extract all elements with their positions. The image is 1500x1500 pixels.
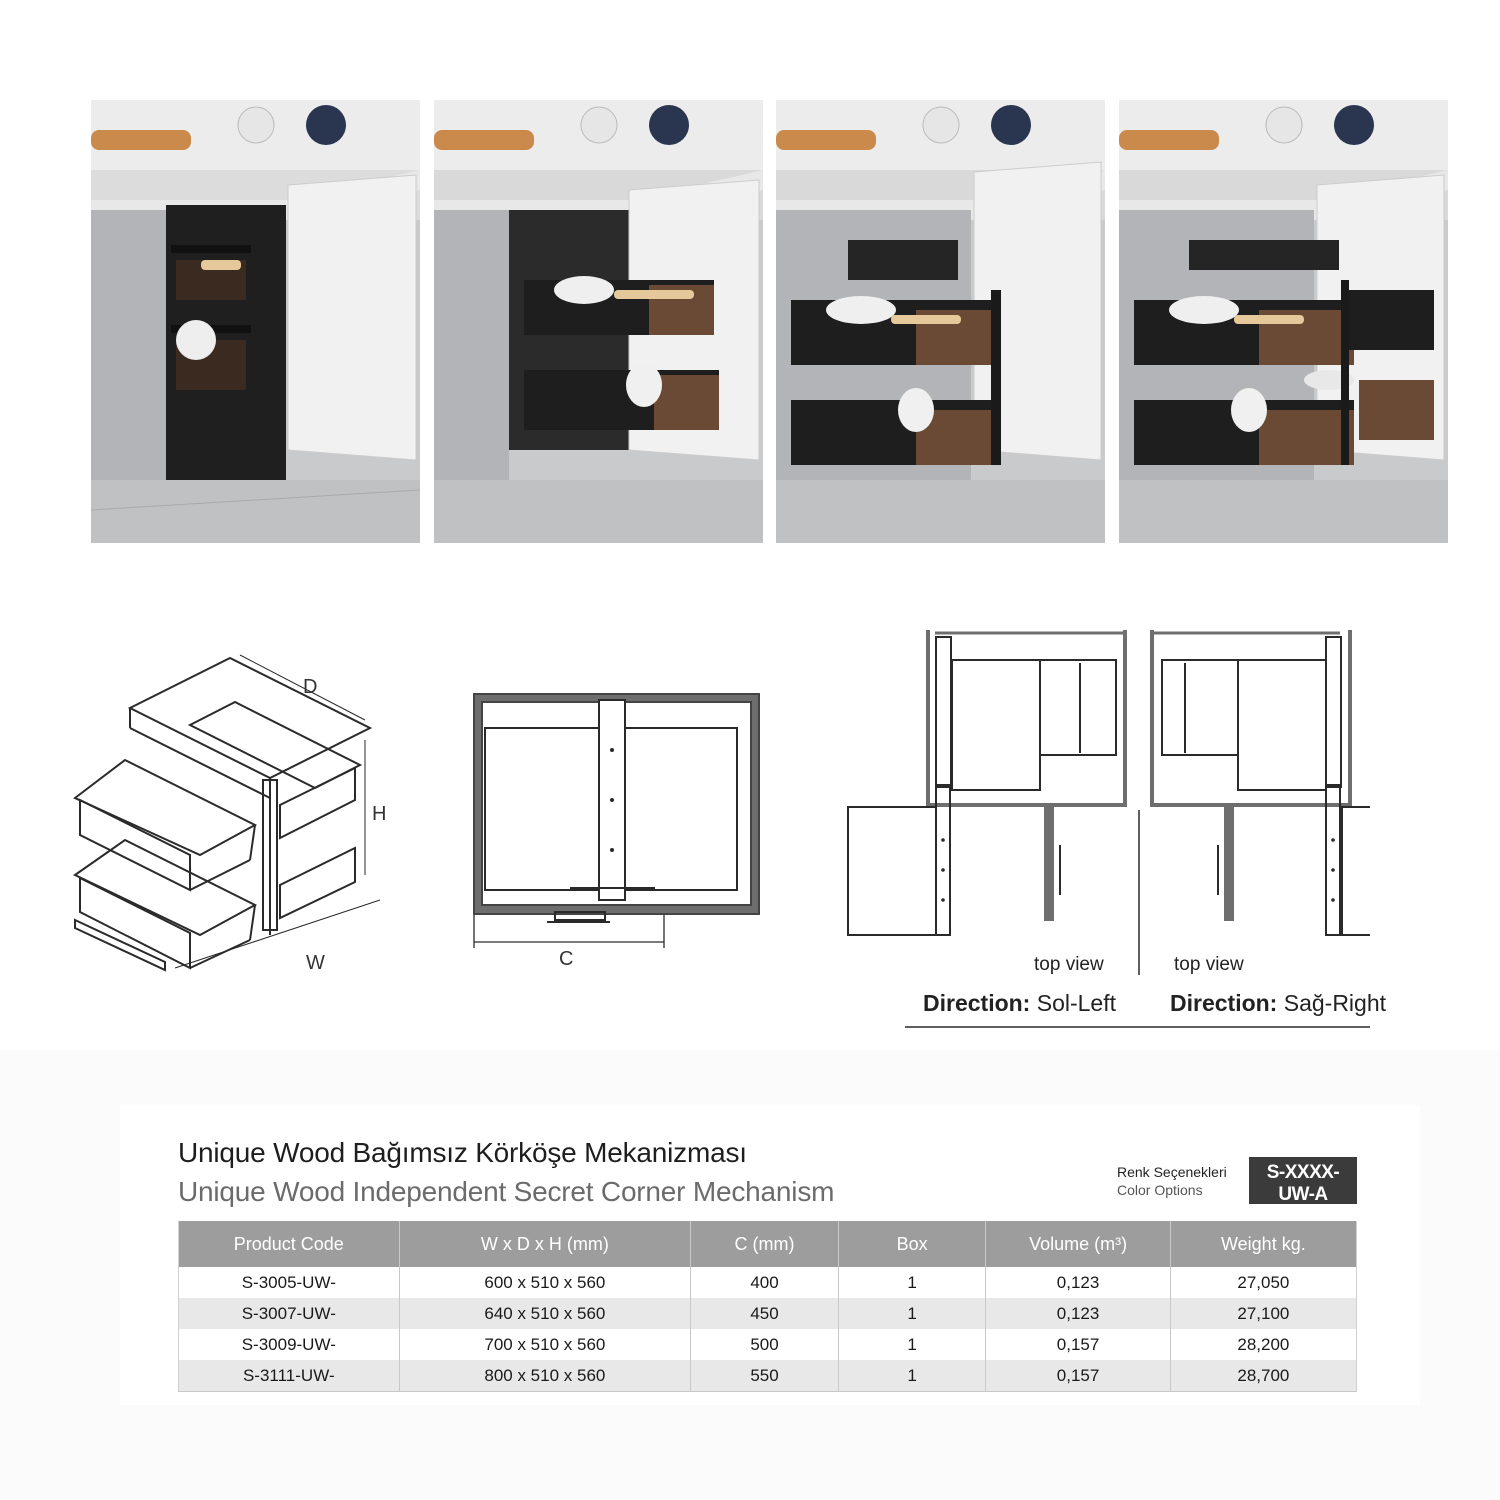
cell-dimensions: 600 x 510 x 560 bbox=[398, 1267, 691, 1298]
cell-dimensions: 640 x 510 x 560 bbox=[398, 1298, 691, 1329]
color-options-label-en: Color Options bbox=[1117, 1182, 1203, 1198]
product-title-tr: Unique Wood Bağımsız Körköşe Mekanizması bbox=[178, 1137, 747, 1168]
table-row: S-3005-UW- 600 x 510 x 560 400 1 0,123 2… bbox=[178, 1267, 1357, 1298]
cell-box: 1 bbox=[837, 1360, 986, 1392]
table-row: S-3111-UW- 800 x 510 x 560 550 1 0,157 2… bbox=[178, 1360, 1357, 1392]
cell-product-code: S-3111-UW- bbox=[178, 1360, 400, 1392]
header-c: C (mm) bbox=[690, 1221, 839, 1267]
cell-dimensions: 700 x 510 x 560 bbox=[398, 1329, 691, 1360]
direction-left-label: Direction: bbox=[923, 990, 1031, 1016]
width-label: W bbox=[306, 952, 325, 974]
plan-view-diagram bbox=[473, 693, 760, 948]
cell-c: 450 bbox=[690, 1298, 839, 1329]
cell-volume: 0,157 bbox=[985, 1329, 1171, 1360]
cell-weight: 28,200 bbox=[1169, 1329, 1357, 1360]
direction-right: Direction: Sağ-Right bbox=[1170, 990, 1386, 1017]
header-volume: Volume (m³) bbox=[985, 1221, 1171, 1267]
depth-label: D bbox=[303, 676, 318, 698]
direction-right-label: Direction: bbox=[1170, 990, 1278, 1016]
color-swatch-code: S-XXXX-UW-A bbox=[1266, 1162, 1340, 1205]
top-view-right-label: top view bbox=[1174, 954, 1244, 975]
product-photo-2 bbox=[434, 100, 763, 543]
cell-box: 1 bbox=[837, 1329, 986, 1360]
cell-product-code: S-3009-UW- bbox=[178, 1329, 400, 1360]
product-photo-1 bbox=[91, 100, 420, 543]
direction-left-value: Sol-Left bbox=[1036, 990, 1116, 1016]
cell-dimensions: 800 x 510 x 560 bbox=[398, 1360, 691, 1392]
header-dimensions: W x D x H (mm) bbox=[398, 1221, 691, 1267]
product-title-en: Unique Wood Independent Secret Corner Me… bbox=[178, 1176, 835, 1207]
cell-volume: 0,123 bbox=[985, 1298, 1171, 1329]
product-photo-3 bbox=[776, 100, 1105, 543]
color-options-label-tr: Renk Seçenekleri bbox=[1117, 1164, 1227, 1180]
cell-box: 1 bbox=[837, 1298, 986, 1329]
cell-volume: 0,157 bbox=[985, 1360, 1171, 1392]
cell-product-code: S-3005-UW- bbox=[178, 1267, 400, 1298]
cell-weight: 27,050 bbox=[1169, 1267, 1357, 1298]
cell-weight: 27,100 bbox=[1169, 1298, 1357, 1329]
header-box: Box bbox=[837, 1221, 986, 1267]
spec-table-header: Product Code W x D x H (mm) C (mm) Box V… bbox=[178, 1221, 1357, 1267]
table-row: S-3009-UW- 700 x 510 x 560 500 1 0,157 2… bbox=[178, 1329, 1357, 1360]
color-swatch-name: ANTHRACITE bbox=[1271, 1207, 1335, 1218]
cell-box: 1 bbox=[837, 1267, 986, 1298]
direction-left: Direction: Sol-Left bbox=[923, 990, 1116, 1017]
direction-right-value: Sağ-Right bbox=[1283, 990, 1387, 1016]
header-weight: Weight kg. bbox=[1169, 1221, 1357, 1267]
color-swatch-anthracite: S-XXXX-UW-A ANTHRACITE bbox=[1249, 1157, 1357, 1218]
product-photo-4 bbox=[1119, 100, 1448, 543]
cell-c: 400 bbox=[690, 1267, 839, 1298]
top-view-left-label: top view bbox=[1034, 954, 1104, 975]
c-dimension-label: C bbox=[559, 948, 574, 970]
cell-product-code: S-3007-UW- bbox=[178, 1298, 400, 1329]
cell-c: 550 bbox=[690, 1360, 839, 1392]
cell-c: 500 bbox=[690, 1329, 839, 1360]
direction-top-view-diagrams bbox=[847, 630, 1370, 1028]
table-row: S-3007-UW- 640 x 510 x 560 450 1 0,123 2… bbox=[178, 1298, 1357, 1329]
cell-weight: 28,700 bbox=[1169, 1360, 1357, 1392]
spec-table: Product Code W x D x H (mm) C (mm) Box V… bbox=[178, 1221, 1357, 1392]
height-label: H bbox=[372, 803, 387, 825]
cell-volume: 0,123 bbox=[985, 1267, 1171, 1298]
isometric-dimension-diagram bbox=[73, 654, 381, 972]
header-product-code: Product Code bbox=[178, 1221, 400, 1267]
